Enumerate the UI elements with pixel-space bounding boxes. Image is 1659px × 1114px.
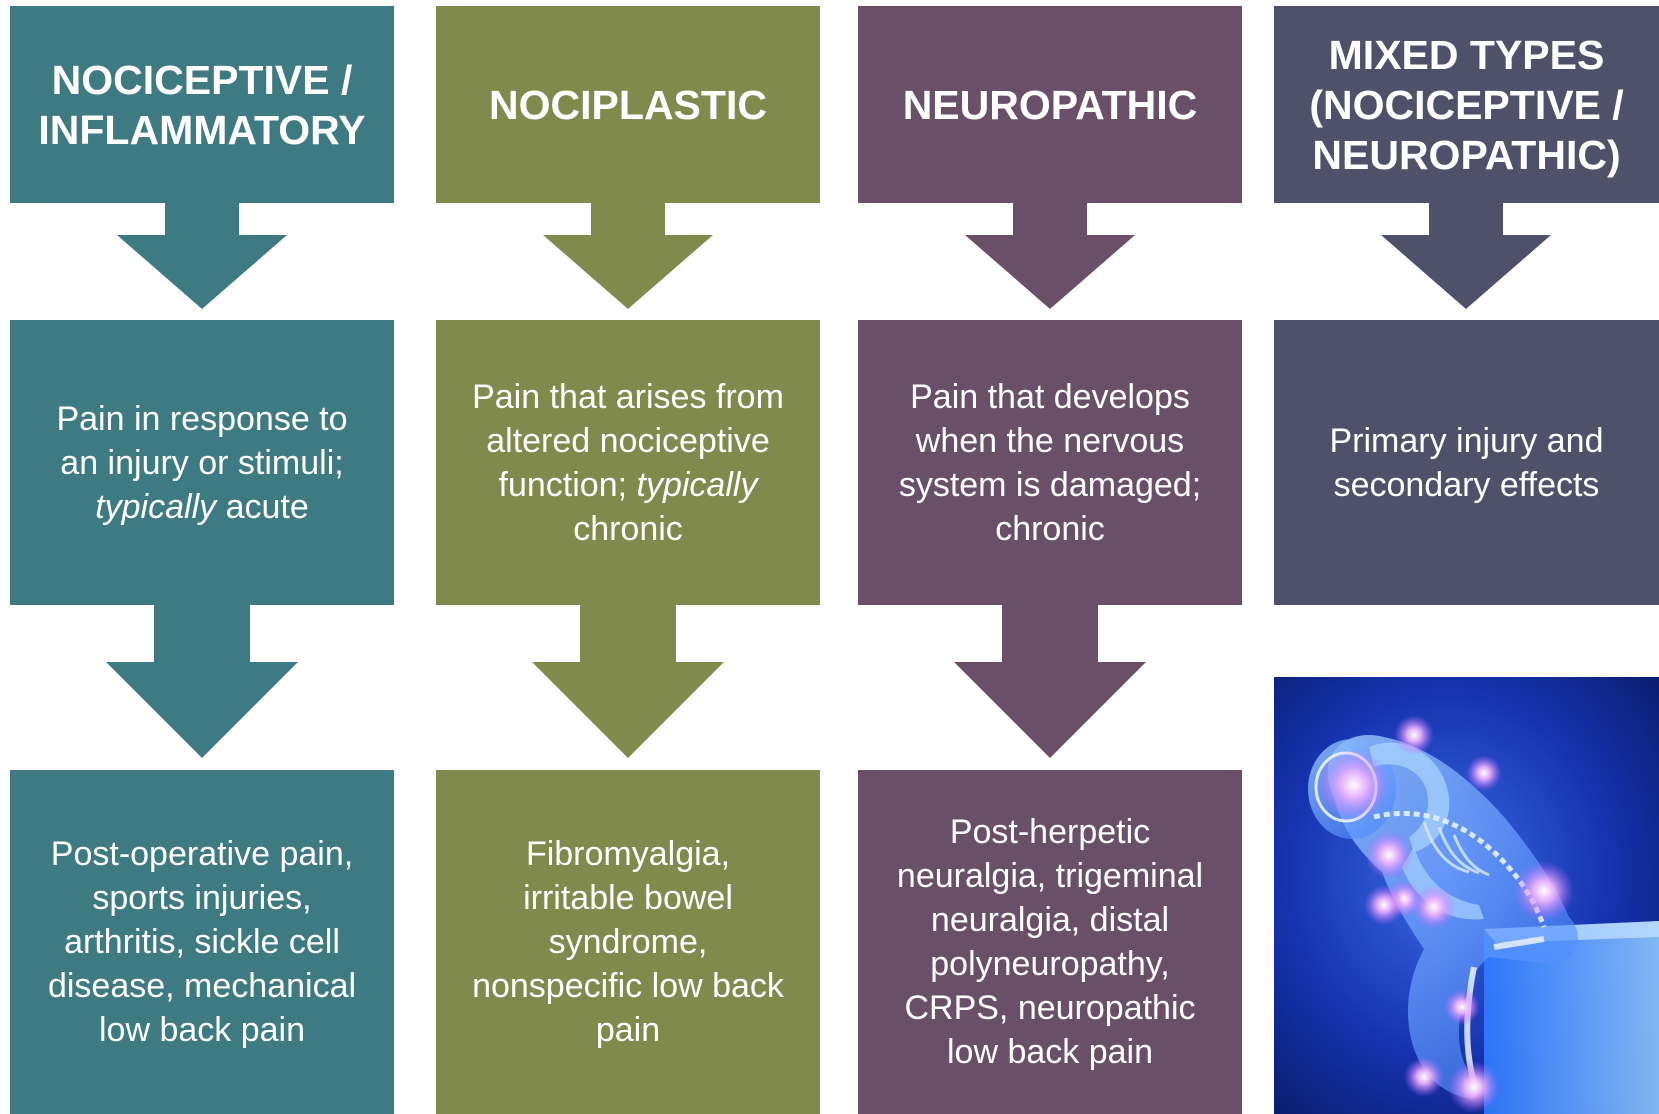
nociplastic-description: Pain that arises from altered nociceptiv… [436,320,820,605]
nociceptive-header-line2: INFLAMMATORY [38,106,366,153]
nociplastic-examples-line5: pain [595,1011,661,1049]
nociplastic-desc-line2: altered nociceptive [486,421,770,460]
neuropathic-desc-line4: chronic [995,509,1105,548]
nociplastic-examples-line1: Fibromyalgia, [525,835,731,873]
neuropathic-examples-line3: neuralgia, distal [930,901,1170,939]
neuropathic-desc-line3: system is damaged; [898,465,1202,504]
neuropathic-examples-line1: Post-herpetic [949,813,1151,851]
neuropathic-arrow-down-2 [954,605,1146,758]
nociplastic-examples-line2: irritable bowel [523,879,733,917]
nociplastic-examples: Fibromyalgia, irritable bowel syndrome, … [436,770,820,1114]
mixed-desc-line1: Primary injury and [1329,421,1604,460]
mixed-header-line3: NEUROPATHIC) [1312,131,1621,178]
nociceptive-examples-line1: Post-operative pain, [50,835,354,873]
nociplastic-arrow-down-2 [532,605,724,758]
nociplastic-desc-line1: Pain that arises from [472,377,784,416]
nociceptive-desc-line2: an injury or stimuli; [60,443,344,482]
nociceptive-header-line1: NOCICEPTIVE / [51,56,353,103]
nociceptive-desc-line1: Pain in response to [56,399,348,438]
pain-illustration-image [1274,677,1659,1114]
mixed-arrow-down-1 [1381,203,1551,309]
nociplastic-arrow-down-1 [543,203,713,309]
nociplastic-examples-line4: nonspecific low back [472,967,784,1005]
nociceptive-arrow-down-2 [106,605,298,758]
neuropathic-examples-line4: polyneuropathy, [930,945,1170,983]
mixed-header-line2: (NOCICEPTIVE / [1309,81,1624,128]
nociceptive-examples-line2: sports injuries, [92,879,312,917]
neuropathic-examples-line6: low back pain [946,1033,1153,1071]
nociplastic-examples-line3: syndrome, [548,923,708,961]
neuropathic-examples-line2: neuralgia, trigeminal [896,857,1204,895]
neuropathic-desc-line2: when the nervous [915,421,1185,460]
neuropathic-examples: Post-herpetic neuralgia, trigeminal neur… [858,770,1242,1114]
neuropathic-description: Pain that develops when the nervous syst… [858,320,1242,605]
nociplastic-desc-italic: typically [636,465,758,504]
neuropathic-examples-line5: CRPS, neuropathic [904,989,1196,1027]
mixed-header: MIXED TYPES (NOCICEPTIVE / NEUROPATHIC) [1274,6,1659,203]
mixed-description: Primary injury and secondary effects [1274,320,1659,605]
nociplastic-desc-line4: chronic [573,509,683,548]
mixed-header-line1: MIXED TYPES [1328,31,1605,78]
neuropathic-arrow-down-1 [965,203,1135,309]
nociceptive-examples-line5: low back pain [98,1011,305,1049]
nociceptive-description: Pain in response to an injury or stimuli… [10,320,394,605]
nociplastic-desc-line3: function; [498,465,637,504]
neuropathic-header-text: NEUROPATHIC [902,81,1198,128]
nociceptive-desc-line3: acute [216,487,309,526]
neuropathic-header: NEUROPATHIC [858,6,1242,203]
mixed-desc-line2: secondary effects [1333,465,1600,504]
nociceptive-examples-line4: disease, mechanical [47,967,357,1005]
nociceptive-examples-line3: arthritis, sickle cell [64,923,340,961]
nociceptive-arrow-down-1 [117,203,287,309]
nociceptive-examples: Post-operative pain, sports injuries, ar… [10,770,394,1114]
nociceptive-header: NOCICEPTIVE / INFLAMMATORY [10,6,394,203]
nociplastic-header-text: NOCIPLASTIC [489,81,767,128]
nociplastic-header: NOCIPLASTIC [436,6,820,203]
neuropathic-desc-line1: Pain that develops [910,377,1190,416]
nociceptive-desc-italic: typically [95,487,217,526]
